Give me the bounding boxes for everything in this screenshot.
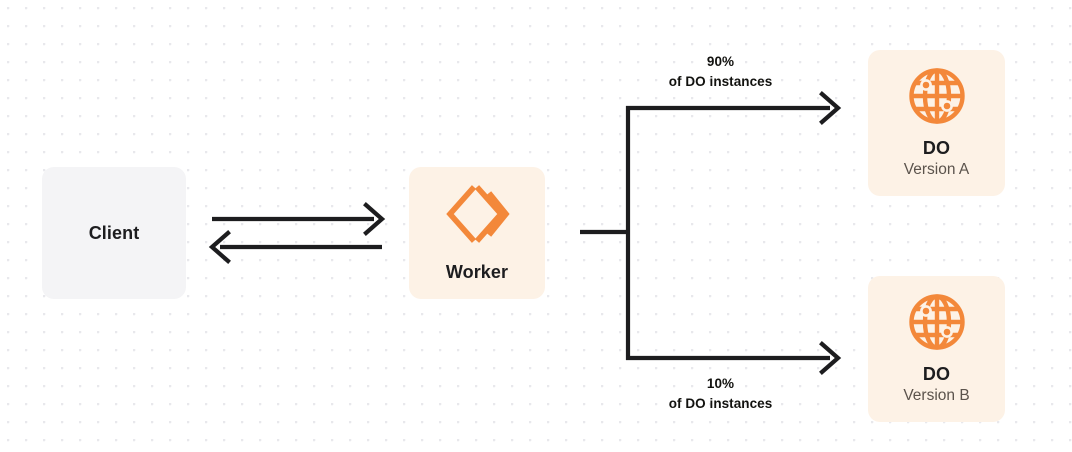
edge-worker-to-do-a bbox=[626, 91, 842, 125]
node-client[interactable]: Client bbox=[42, 167, 186, 299]
edge-label-do-a: 90% of DO instances bbox=[618, 52, 823, 91]
node-worker[interactable]: Worker bbox=[409, 167, 545, 299]
edge-percent-do-b: 10% bbox=[706, 376, 735, 391]
edge-worker-to-do-b bbox=[626, 341, 842, 375]
node-do-b-sublabel: Version B bbox=[903, 387, 970, 405]
edge-label-do-b: 10% of DO instances bbox=[618, 374, 823, 413]
node-do-a-label: DO bbox=[922, 137, 951, 158]
edge-caption-do-b: of DO instances bbox=[668, 395, 773, 411]
node-do-a-sublabel: Version A bbox=[903, 161, 970, 179]
node-do-version-a[interactable]: DO Version A bbox=[868, 50, 1005, 196]
edge-client-to-worker bbox=[212, 202, 386, 236]
node-do-b-label: DO bbox=[922, 363, 951, 384]
node-worker-label: Worker bbox=[445, 261, 509, 282]
node-client-label: Client bbox=[88, 222, 140, 243]
globe-icon bbox=[906, 291, 968, 353]
edge-caption-do-a: of DO instances bbox=[668, 73, 773, 89]
edge-worker-to-client bbox=[208, 230, 382, 264]
cloudflare-workers-icon bbox=[444, 183, 510, 245]
node-do-version-b[interactable]: DO Version B bbox=[868, 276, 1005, 422]
edge-percent-do-a: 90% bbox=[706, 54, 735, 69]
globe-icon bbox=[906, 65, 968, 127]
